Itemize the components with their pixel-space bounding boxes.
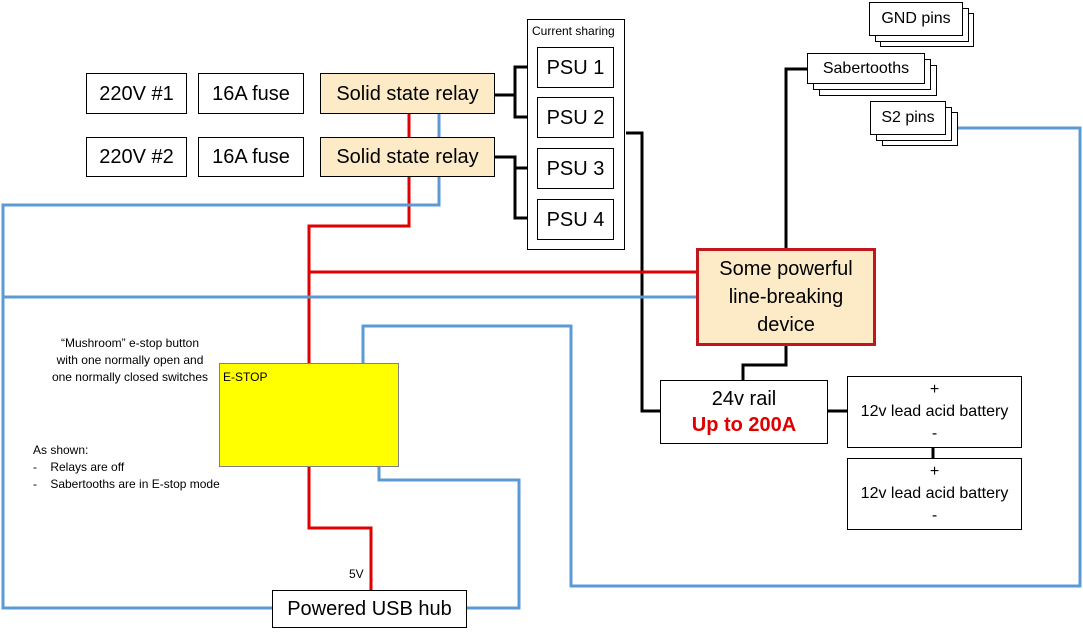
- estop-button: E-STOP: [219, 363, 399, 467]
- line-breaking-device: Some powerful line-breaking device: [696, 248, 876, 346]
- fuse-16a-2: 16A fuse: [198, 137, 304, 177]
- breaker-line-2: line-breaking: [728, 286, 844, 308]
- battery-2-minus: -: [931, 507, 938, 524]
- psu-3: PSU 3: [537, 148, 614, 189]
- wire-red-estop-usb: [307, 436, 373, 590]
- psu-1: PSU 1: [537, 47, 614, 88]
- psu-2: PSU 2: [537, 97, 614, 138]
- notes: As shown: - Relays are off - Sabertooths…: [33, 442, 220, 493]
- battery-2: + 12v lead acid battery -: [847, 458, 1022, 530]
- battery-2-plus: +: [929, 463, 940, 480]
- breaker-line-1: Some powerful: [719, 258, 853, 280]
- wire-blue-estop-usb: [377, 430, 521, 610]
- wire-breaker-sabertooths: [784, 67, 808, 248]
- battery-2-label: 12v lead acid battery: [860, 485, 1009, 502]
- notes-heading: As shown:: [33, 443, 89, 457]
- rail-current: Up to 200A: [691, 414, 797, 436]
- estop-description: “Mushroom” e-stop button with one normal…: [40, 335, 220, 386]
- powered-usb-hub: Powered USB hub: [272, 590, 467, 628]
- solid-state-relay-2: Solid state relay: [320, 137, 495, 177]
- fuse-16a-1: 16A fuse: [198, 73, 304, 114]
- battery-1: + 12v lead acid battery -: [847, 376, 1022, 448]
- sabertooths: Sabertooths: [807, 53, 925, 84]
- wire-breaker-rail: [741, 346, 788, 380]
- battery-1-minus: -: [931, 425, 938, 442]
- estop-desc-line-3: one normally closed switches: [51, 370, 209, 384]
- s2-pins: S2 pins: [870, 101, 946, 135]
- battery-1-plus: +: [929, 381, 940, 398]
- supply-220v-1: 220V #1: [86, 73, 187, 114]
- gnd-pins: GND pins: [869, 2, 963, 36]
- breaker-line-3: device: [757, 314, 815, 336]
- usb-voltage-label: 5V: [349, 567, 364, 581]
- wire-relay1-psu: [495, 65, 537, 97]
- rail-label: 24v rail: [711, 388, 777, 410]
- supply-220v-2: 220V #2: [86, 137, 187, 177]
- psu-4: PSU 4: [537, 199, 614, 240]
- estop-desc-line-2: with one normally open and: [56, 353, 204, 367]
- notes-item-1: - Relays are off: [33, 460, 125, 474]
- current-sharing-title: Current sharing: [532, 24, 615, 38]
- battery-1-label: 12v lead acid battery: [860, 403, 1009, 420]
- solid-state-relay-1: Solid state relay: [320, 73, 495, 114]
- wire-blue-estop: [361, 126, 1082, 588]
- notes-item-2: - Sabertooths are in E-stop mode: [33, 477, 220, 491]
- estop-desc-line-1: “Mushroom” e-stop button: [60, 336, 200, 350]
- rail-24v: 24v rail Up to 200A: [660, 380, 828, 444]
- estop-label: E-STOP: [223, 370, 268, 384]
